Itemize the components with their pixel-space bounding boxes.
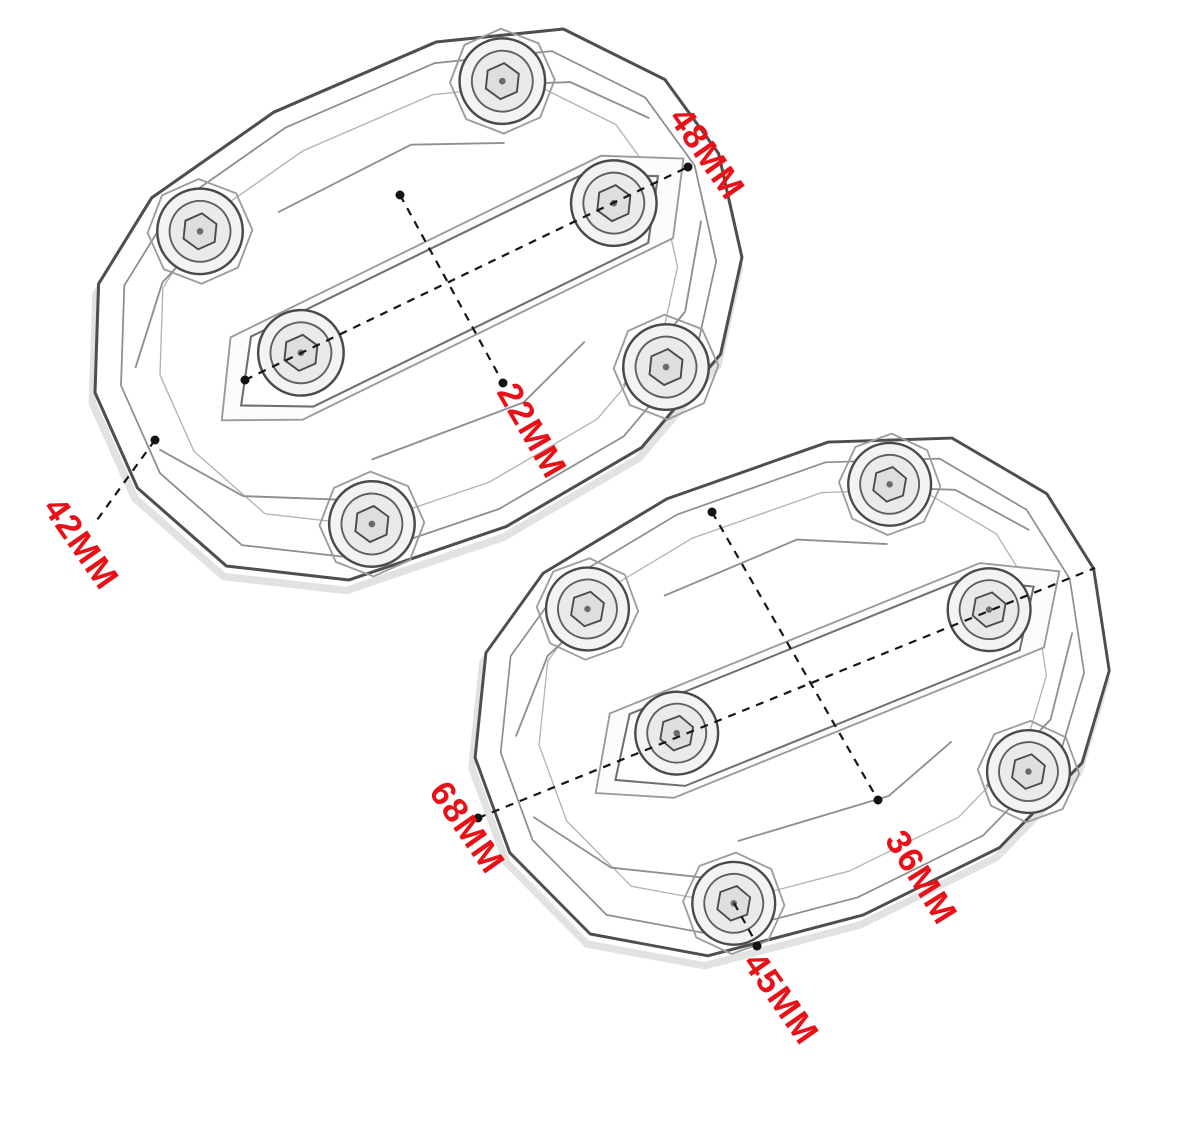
dimension-label-45mm: 45MM <box>735 945 826 1052</box>
dimension-line-68mm <box>477 566 1096 820</box>
dimension-endpoints <box>150 162 883 951</box>
dimension-line-36mm <box>711 511 879 801</box>
dimension-lines <box>96 166 1096 951</box>
dimension-line-42mm <box>96 439 156 521</box>
dimension-label-42mm: 42MM <box>35 490 126 597</box>
dimension-line-22mm <box>399 194 504 384</box>
dimension-line-48mm <box>244 166 689 381</box>
